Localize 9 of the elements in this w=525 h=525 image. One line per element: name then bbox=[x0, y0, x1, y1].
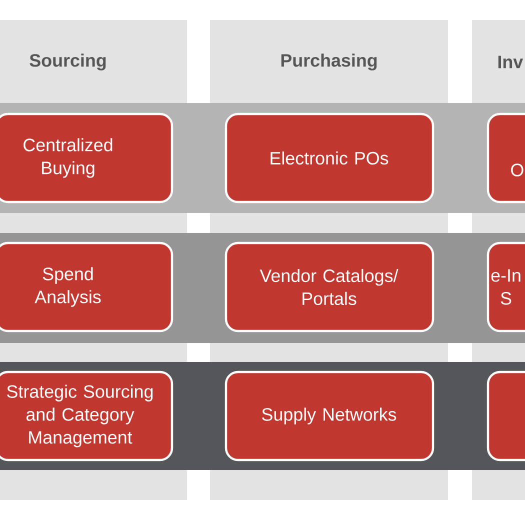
process-box: Spend Analysis bbox=[0, 242, 174, 332]
process-box: O bbox=[486, 112, 525, 204]
process-box: Vendor Catalogs/ Portals bbox=[224, 242, 434, 332]
process-box: Electronic POs bbox=[224, 112, 434, 204]
process-box: Strategic Sourcing and Category Management bbox=[0, 370, 174, 462]
process-box: Centralized Buying bbox=[0, 112, 174, 204]
process-box bbox=[486, 370, 525, 462]
process-box: e-In S bbox=[486, 242, 525, 332]
process-box: Supply Networks bbox=[224, 370, 434, 462]
